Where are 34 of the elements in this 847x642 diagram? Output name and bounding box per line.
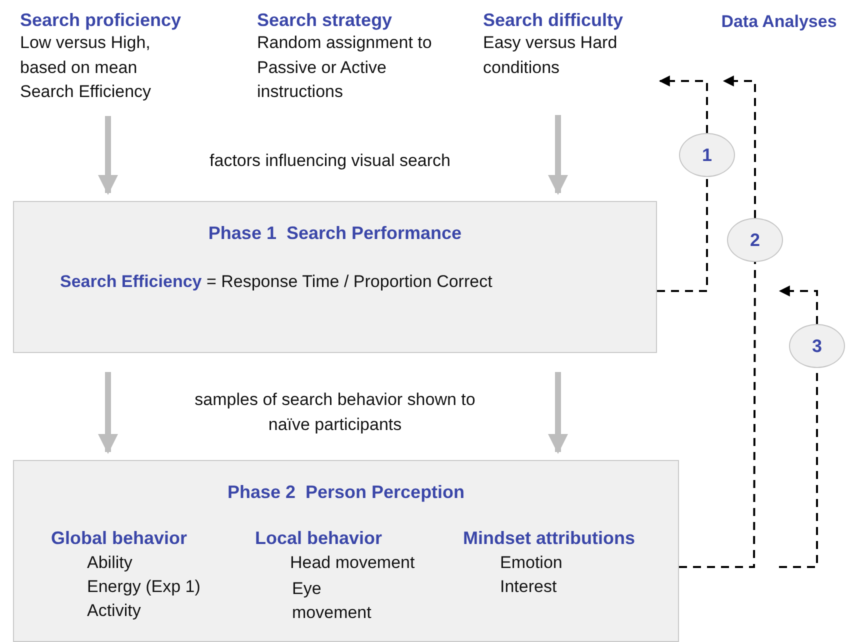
factor-description: Low versus High, based on mean Search Efficiency	[20, 32, 152, 103]
measure-text: Emotion	[500, 553, 562, 573]
factor-heading: Search strategy	[257, 9, 394, 31]
measure-text: Energy (Exp 1)	[87, 577, 200, 597]
heading: Phase 1 Search Performance	[207, 223, 463, 244]
factor-description: Random assignment to Passive or Active instructions	[257, 32, 433, 103]
measure-text: Interest	[500, 577, 557, 597]
factor-description: Easy versus Hard conditions	[483, 32, 618, 78]
section-heading: Data Analyses	[720, 11, 838, 33]
arrow	[548, 115, 568, 195]
phase-box	[13, 460, 679, 642]
measure-text: Activity	[87, 601, 141, 621]
heading: Global behavior	[51, 528, 188, 549]
dashed-arrow	[778, 286, 818, 324]
arrow	[98, 116, 118, 195]
factor-heading: Search difficulty	[483, 9, 624, 31]
flow-label: factors influencing visual search	[208, 150, 452, 172]
analysis-number: 2	[750, 230, 760, 250]
dashed-arrow	[658, 76, 708, 133]
heading: Mindset attributions	[463, 528, 635, 549]
heading: Local behavior	[255, 528, 382, 549]
arrow	[98, 372, 118, 454]
measure-text: Search Efficiency = Response Time / Proportion Correct	[60, 272, 492, 292]
arrow	[548, 372, 568, 454]
measure-text: Head movement	[290, 553, 415, 573]
analysis-number: 1	[702, 144, 712, 166]
measure-text: Eye movement	[292, 578, 372, 624]
flow-label: samples of search behavior shown to naïve participants	[194, 389, 476, 436]
factor-heading: Search proficiency	[20, 9, 182, 31]
heading: Phase 2 Person Perception	[226, 482, 466, 503]
measure-text: Ability	[87, 553, 132, 573]
analysis-number: 3	[812, 336, 822, 356]
phase-box	[13, 201, 657, 353]
dashed-arrow	[722, 76, 756, 218]
